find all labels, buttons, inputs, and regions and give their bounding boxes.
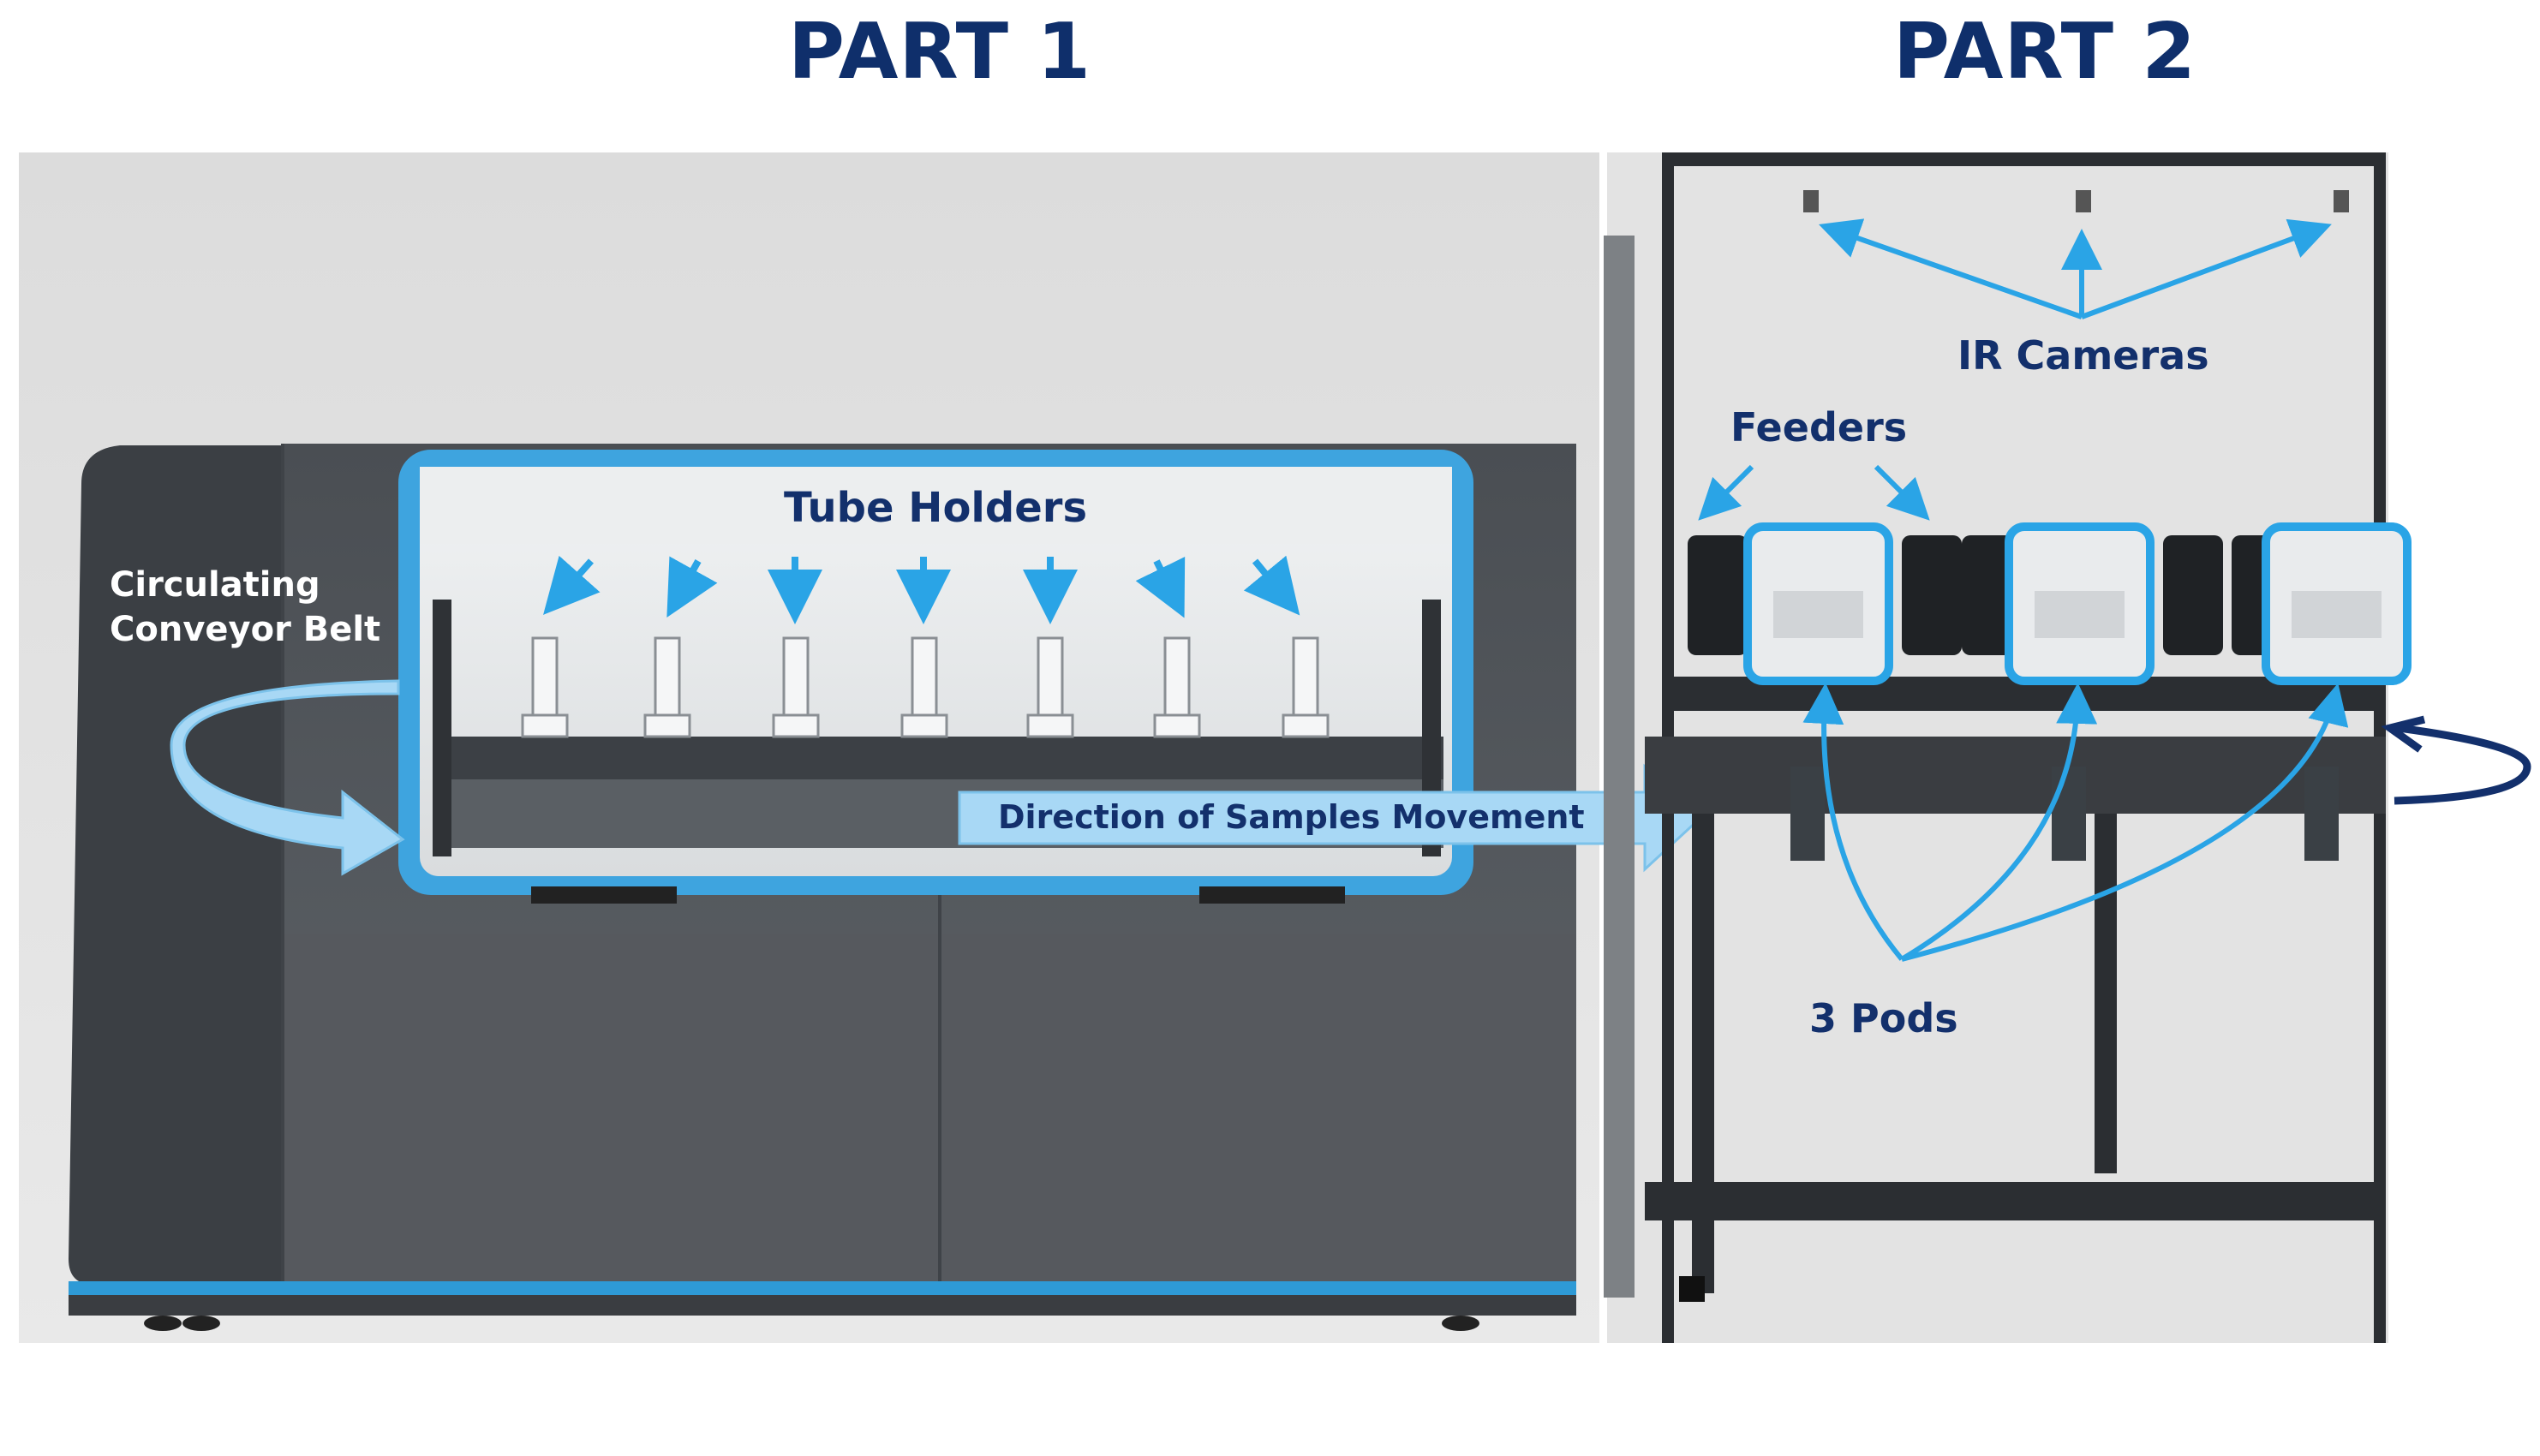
tube-holders [521, 636, 1330, 738]
pod-hangers [1790, 767, 2339, 861]
rotation-arrow [2381, 715, 2531, 805]
ir-camera-units [1803, 190, 2349, 212]
conveyor-label-line2: Conveyor Belt [110, 610, 381, 649]
ir-cameras-label: IR Cameras [1957, 332, 2209, 379]
tube-holder-arrows [543, 555, 1300, 624]
direction-label: Direction of Samples Movement [998, 798, 1585, 836]
circulating-arrow [170, 679, 405, 876]
pods [1743, 522, 2412, 685]
tube-holders-label: Tube Holders [784, 484, 1088, 532]
pod-station-frame [1604, 152, 2386, 1343]
feeder-arrows [1698, 464, 1930, 521]
part2-title: PART 2 [1893, 7, 2196, 97]
pods-label: 3 Pods [1809, 995, 1958, 1041]
ir-camera-arrows [1819, 218, 2332, 319]
pod-arrows [1802, 683, 2349, 962]
feeders-label: Feeders [1730, 404, 1908, 451]
conveyor-machine [69, 444, 1576, 1331]
part1-title: PART 1 [788, 7, 1091, 97]
conveyor-label-line1: Circulating [110, 565, 320, 605]
